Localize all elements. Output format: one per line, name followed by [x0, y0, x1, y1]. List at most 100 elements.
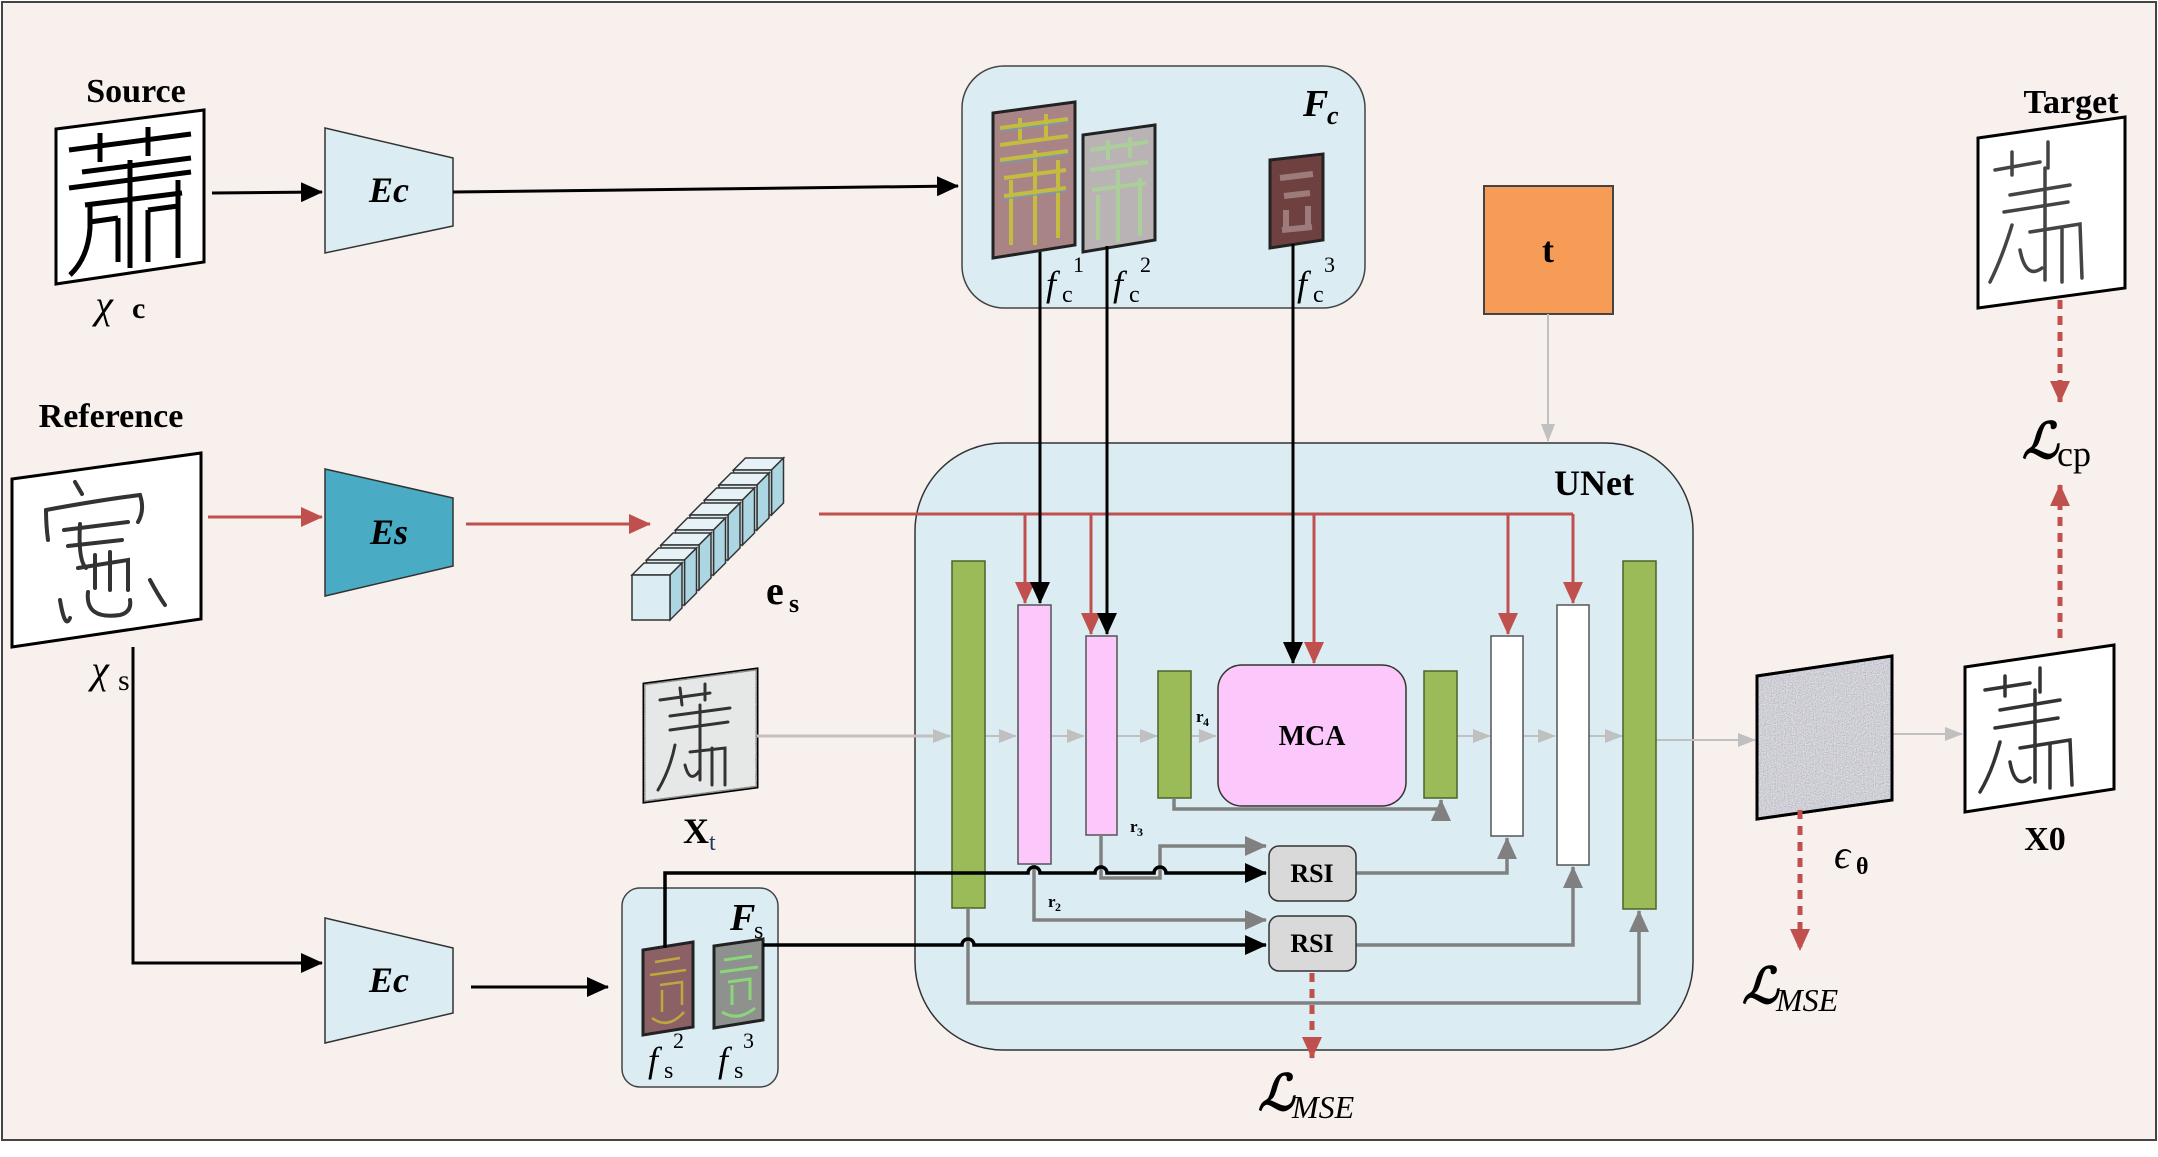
unet-bottleneck-out: [1423, 670, 1458, 799]
svg-text:F: F: [1302, 83, 1328, 125]
reference-image-card: [10, 451, 203, 649]
unet-decoder-block-3: [1622, 560, 1657, 910]
source-glyph: [68, 127, 192, 277]
encoder-to-content-features-arrow: [452, 176, 959, 197]
skip-connections: [966, 798, 1649, 1005]
style-features-title: F s: [729, 897, 763, 944]
style-embedding-stack: [630, 456, 786, 622]
cp-loss: ℒ cp: [2022, 413, 2091, 474]
svg-text:c: c: [1327, 101, 1339, 130]
style-feature-paths: [663, 863, 1267, 955]
svg-text:3: 3: [1324, 252, 1335, 277]
style-encoder: Es: [324, 468, 454, 597]
noisy-input-label: X t: [683, 811, 716, 856]
unet-bottleneck-in: [1157, 670, 1192, 799]
style-features-panel: [621, 887, 779, 1088]
predicted-noise-card: [1755, 654, 1894, 821]
svg-text:s: s: [118, 664, 130, 697]
style-feature-map-3: [712, 937, 765, 1030]
style-embedding-label: e s: [766, 568, 799, 618]
unet-encoder-block-2: [1017, 604, 1052, 865]
mse-loss-right: ℒ MSE: [1742, 958, 1839, 1018]
svg-text:RSI: RSI: [1290, 859, 1333, 888]
unet-main-flow: [757, 727, 1963, 747]
svg-text:χ: χ: [91, 282, 114, 327]
svg-text:MSE: MSE: [1291, 1089, 1355, 1125]
rsi-block-1: RSI: [1268, 845, 1357, 902]
content-features-title: F c: [1302, 83, 1339, 130]
svg-text:cp: cp: [2057, 434, 2091, 474]
content-encoder: Ec: [324, 127, 454, 254]
svg-text:3: 3: [1137, 825, 1143, 839]
mse-loss-bottom: ℒ MSE: [1258, 1065, 1355, 1125]
svg-text:t: t: [1542, 230, 1554, 270]
content-feature-map-2: [1081, 123, 1157, 254]
content-feature-map-1: [991, 100, 1077, 260]
svg-text:ℒ: ℒ: [2022, 413, 2060, 469]
unet-decoder-block-1: [1490, 635, 1524, 837]
x0-image-card: [1963, 643, 2116, 814]
svg-text:MCA: MCA: [1279, 721, 1347, 752]
svg-text:RSI: RSI: [1290, 929, 1333, 958]
svg-text:MSE: MSE: [1775, 982, 1839, 1018]
target-title: Target: [2023, 84, 2119, 121]
svg-text:t: t: [709, 830, 716, 856]
svg-text:χ: χ: [87, 647, 110, 692]
svg-text:3: 3: [743, 1028, 754, 1053]
svg-text:c: c: [1129, 282, 1140, 308]
svg-text:F: F: [729, 897, 755, 939]
svg-text:Ec: Ec: [368, 960, 409, 1000]
content-feature-map-3: [1268, 152, 1325, 250]
source-to-encoder-arrow: [211, 182, 323, 203]
svg-text:e: e: [766, 568, 784, 613]
unet-decoder-block-2: [1556, 604, 1590, 866]
x0-label: X0: [2024, 821, 2066, 858]
svg-text:s: s: [754, 918, 763, 944]
source-variable-label: χ c: [91, 282, 145, 327]
timestep-box: t: [1483, 185, 1614, 315]
source-title: Source: [86, 73, 185, 110]
residual-label-r3: r 3: [1130, 817, 1143, 839]
style-embedding-path: [819, 512, 1583, 664]
predicted-noise-label: ϵ θ: [1834, 832, 1869, 880]
svg-text:θ: θ: [1856, 854, 1869, 880]
unet-encoder-block-1: [951, 560, 986, 909]
residual-label-r2: r 2: [1048, 892, 1061, 914]
svg-text:s: s: [789, 589, 799, 618]
svg-text:X: X: [683, 811, 709, 851]
svg-text:Ec: Ec: [368, 170, 409, 210]
svg-text:c: c: [1062, 282, 1073, 308]
svg-text:1: 1: [1073, 252, 1084, 277]
rsi-block-2: RSI: [1268, 915, 1357, 972]
source-image-card: [54, 108, 206, 286]
style-feature-map-2: [641, 940, 695, 1037]
svg-text:r: r: [1048, 892, 1056, 911]
svg-text:ℒ: ℒ: [1258, 1065, 1296, 1121]
svg-text:4: 4: [1203, 715, 1209, 729]
svg-text:s: s: [734, 1058, 743, 1084]
svg-text:r: r: [1130, 817, 1138, 836]
svg-text:ℒ: ℒ: [1742, 958, 1780, 1014]
target-image-card: [1976, 115, 2127, 310]
svg-text:2: 2: [673, 1028, 684, 1053]
svg-text:c: c: [1313, 282, 1324, 308]
svg-text:s: s: [664, 1058, 673, 1084]
content-feature-paths: [1030, 244, 1303, 664]
unet-title: UNet: [1554, 463, 1634, 503]
unet-encoder-block-3: [1085, 635, 1118, 836]
content-encoder-2: Ec: [324, 917, 454, 1044]
svg-text:2: 2: [1140, 252, 1151, 277]
reference-glyph: [44, 480, 167, 624]
reference-variable-label: χ s: [87, 647, 129, 697]
reference-title: Reference: [39, 398, 184, 435]
svg-text:c: c: [132, 292, 145, 325]
residual-label-r4: r 4: [1196, 707, 1209, 729]
reference-to-content-encoder-2-arrow: [131, 647, 323, 973]
mca-block: MCA: [1217, 664, 1407, 807]
noisy-input-card: [642, 667, 759, 804]
svg-text:ϵ: ϵ: [1834, 832, 1852, 877]
embedding-cube: [630, 561, 684, 622]
svg-text:2: 2: [1055, 900, 1061, 914]
svg-text:Es: Es: [369, 512, 408, 552]
